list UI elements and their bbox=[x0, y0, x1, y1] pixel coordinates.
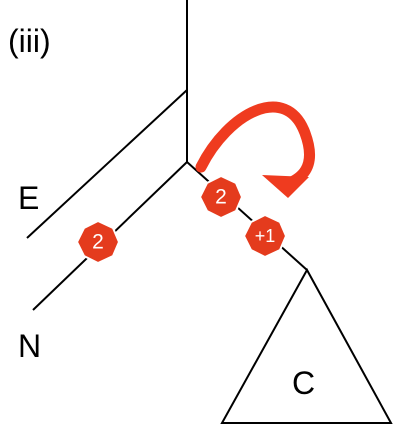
badge-right-text: +1 bbox=[255, 226, 276, 246]
label-c: C bbox=[292, 365, 315, 401]
subtree-triangle bbox=[220, 267, 393, 424]
badge-middle: 2 bbox=[198, 174, 244, 220]
badge-middle-text: 2 bbox=[215, 186, 227, 209]
panel-label: (iii) bbox=[8, 23, 51, 59]
badge-left: 2 bbox=[75, 219, 121, 265]
label-e: E bbox=[18, 180, 39, 216]
lower-right-branch-line bbox=[186, 161, 308, 271]
label-n: N bbox=[18, 328, 41, 364]
badge-right: +1 bbox=[242, 213, 288, 259]
upper-branch-line bbox=[26, 89, 188, 239]
rotation-arrow-curve bbox=[195, 101, 315, 190]
rotation-arrow-head bbox=[262, 175, 309, 198]
badge-left-text: 2 bbox=[92, 231, 104, 254]
